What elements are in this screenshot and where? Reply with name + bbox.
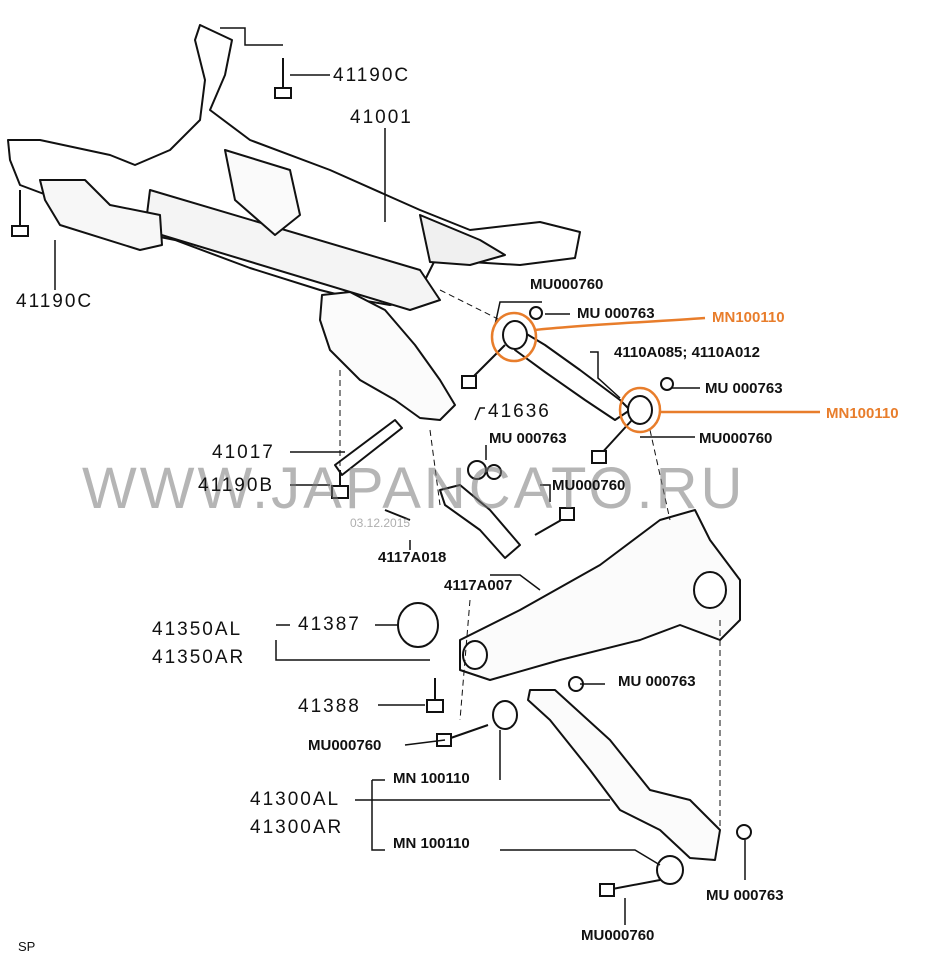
bushing-lower-1 bbox=[492, 700, 518, 730]
label-41636: 41636 bbox=[488, 401, 551, 422]
label-41350al: 41350AL bbox=[152, 619, 243, 640]
label-41001: 41001 bbox=[350, 107, 413, 128]
label-41388: 41388 bbox=[298, 696, 361, 717]
label-mu000763-c: MU 000763 bbox=[489, 430, 567, 447]
label-mu000760-e: MU000760 bbox=[581, 927, 655, 944]
label-mn100110-a: MN100110 bbox=[712, 309, 785, 326]
bolt-lower-2 bbox=[606, 879, 661, 891]
label-mn100110-d: MN 100110 bbox=[393, 835, 470, 852]
bolt-upper-1 bbox=[469, 344, 506, 381]
highlight-bushing-2 bbox=[618, 386, 662, 434]
label-mu000760-a: MU000760 bbox=[530, 276, 604, 293]
bolt-4117a018 bbox=[384, 509, 411, 521]
label-4117a007: 4117A007 bbox=[444, 577, 513, 594]
knuckle-bracket bbox=[319, 291, 456, 421]
small-link bbox=[439, 484, 521, 559]
bushing-lower-2 bbox=[656, 855, 684, 885]
bushing-upper-2 bbox=[627, 395, 653, 425]
label-41190c-top: 41190C bbox=[333, 65, 411, 86]
highlight-bushing-1 bbox=[490, 311, 538, 363]
label-4117a018: 4117A018 bbox=[378, 549, 447, 566]
subframe-left-bracket bbox=[39, 179, 163, 251]
label-mu000760-d: MU000760 bbox=[308, 737, 382, 754]
label-41300ar: 41300AR bbox=[250, 817, 344, 838]
watermark-date: 03.12.2015 bbox=[350, 516, 411, 530]
subframe-inner-rail bbox=[224, 149, 301, 236]
label-4110a085: 4110A085; 4110A012 bbox=[614, 344, 760, 361]
label-41190b: 41190B bbox=[198, 475, 275, 496]
label-41190c-left: 41190C bbox=[16, 291, 94, 312]
washer-41636 bbox=[467, 460, 487, 480]
label-mn100110-c: MN 100110 bbox=[393, 770, 470, 787]
label-mn100110-b: MN100110 bbox=[826, 405, 899, 422]
hub-hole bbox=[693, 571, 727, 609]
bushing-upper-1 bbox=[502, 320, 528, 350]
bolt-lower-1 bbox=[444, 724, 489, 741]
label-41300al: 41300AL bbox=[250, 789, 341, 810]
label-mu000760-c: MU000760 bbox=[552, 477, 626, 494]
label-mu000763-d: MU 000763 bbox=[618, 673, 696, 690]
subframe-right-arm bbox=[419, 214, 506, 266]
label-mu000763-e: MU 000763 bbox=[706, 887, 784, 904]
label-41017: 41017 bbox=[212, 442, 275, 463]
label-mu000763-b: MU 000763 bbox=[705, 380, 783, 397]
upper-link bbox=[514, 329, 631, 421]
trailing-arm bbox=[459, 509, 741, 681]
label-41387: 41387 bbox=[298, 614, 361, 635]
lower-control-arm bbox=[527, 689, 721, 861]
arm-hole bbox=[462, 640, 488, 670]
label-mu000763-a: MU 000763 bbox=[577, 305, 655, 322]
watermark: WWW.JAPANCATO.RU bbox=[82, 456, 746, 521]
bushing-41387 bbox=[397, 602, 439, 648]
label-mu000760-b: MU000760 bbox=[699, 430, 773, 447]
label-41350ar: 41350AR bbox=[152, 647, 246, 668]
corner-code: SP bbox=[18, 939, 36, 954]
